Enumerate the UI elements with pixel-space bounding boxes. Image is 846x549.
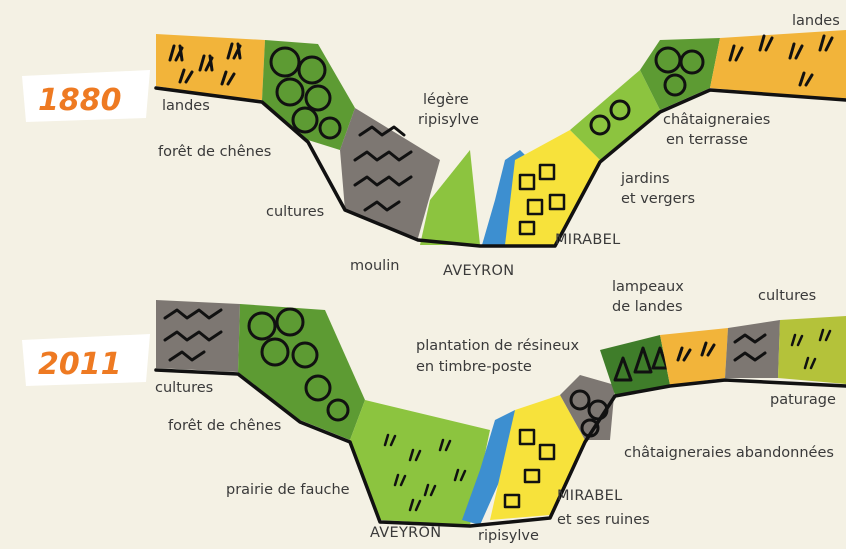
label-abandoned-chestnut-2011: châtaigneraies abandonnées: [624, 445, 834, 461]
label-chestnut-2-1880: en terrasse: [666, 132, 748, 148]
crop-field-right-2011: [725, 320, 780, 378]
label-plantation-1-2011: plantation de résineux: [416, 338, 579, 354]
label-cultures-right-2011: cultures: [758, 288, 816, 304]
label-mirabel-1880: MIRABEL: [555, 232, 620, 248]
year-tag-2011: 2011: [22, 334, 150, 386]
label-legere-1880: légère: [423, 92, 469, 108]
label-gardens-2-1880: et vergers: [621, 191, 695, 207]
year-2011: 2011: [38, 347, 122, 382]
heath-patch-2011: [660, 328, 728, 385]
label-ripisylve-2011: ripisylve: [478, 528, 539, 544]
label-aveyron-2011: AVEYRON: [370, 525, 441, 541]
label-ruins-2011: et ses ruines: [557, 512, 650, 528]
label-oak-forest-1880: forêt de chênes: [158, 144, 271, 160]
section-2011: 2011: [22, 300, 846, 526]
year-1880: 1880: [38, 83, 122, 118]
pasture-2011: [778, 316, 846, 384]
label-gardens-1-1880: jardins: [620, 171, 670, 187]
label-landes-left-1880: landes: [162, 98, 210, 114]
label-aveyron-1880: AVEYRON: [443, 263, 514, 279]
label-meadow-2011: prairie de fauche: [226, 482, 350, 498]
label-plantation-2-2011: en timbre-poste: [416, 359, 532, 375]
label-mirabel-2011: MIRABEL: [557, 488, 622, 504]
label-moulin-1880: moulin: [350, 258, 399, 274]
label-oak-forest-2011: forêt de chênes: [168, 418, 281, 434]
label-lampeaux-1-2011: lampeaux: [612, 279, 684, 295]
label-cultures-1880: cultures: [266, 204, 324, 220]
label-landes-right-1880: landes: [792, 13, 840, 29]
label-ripisylve-1880: ripisylve: [418, 112, 479, 128]
label-chestnut-1-1880: châtaigneraies: [663, 112, 770, 128]
heath-right-1880: [710, 30, 846, 100]
label-paturage-2011: paturage: [770, 392, 836, 408]
label-lampeaux-2-2011: de landes: [612, 299, 683, 315]
label-cultures-left-2011: cultures: [155, 380, 213, 396]
year-tag-1880: 1880: [22, 70, 150, 122]
